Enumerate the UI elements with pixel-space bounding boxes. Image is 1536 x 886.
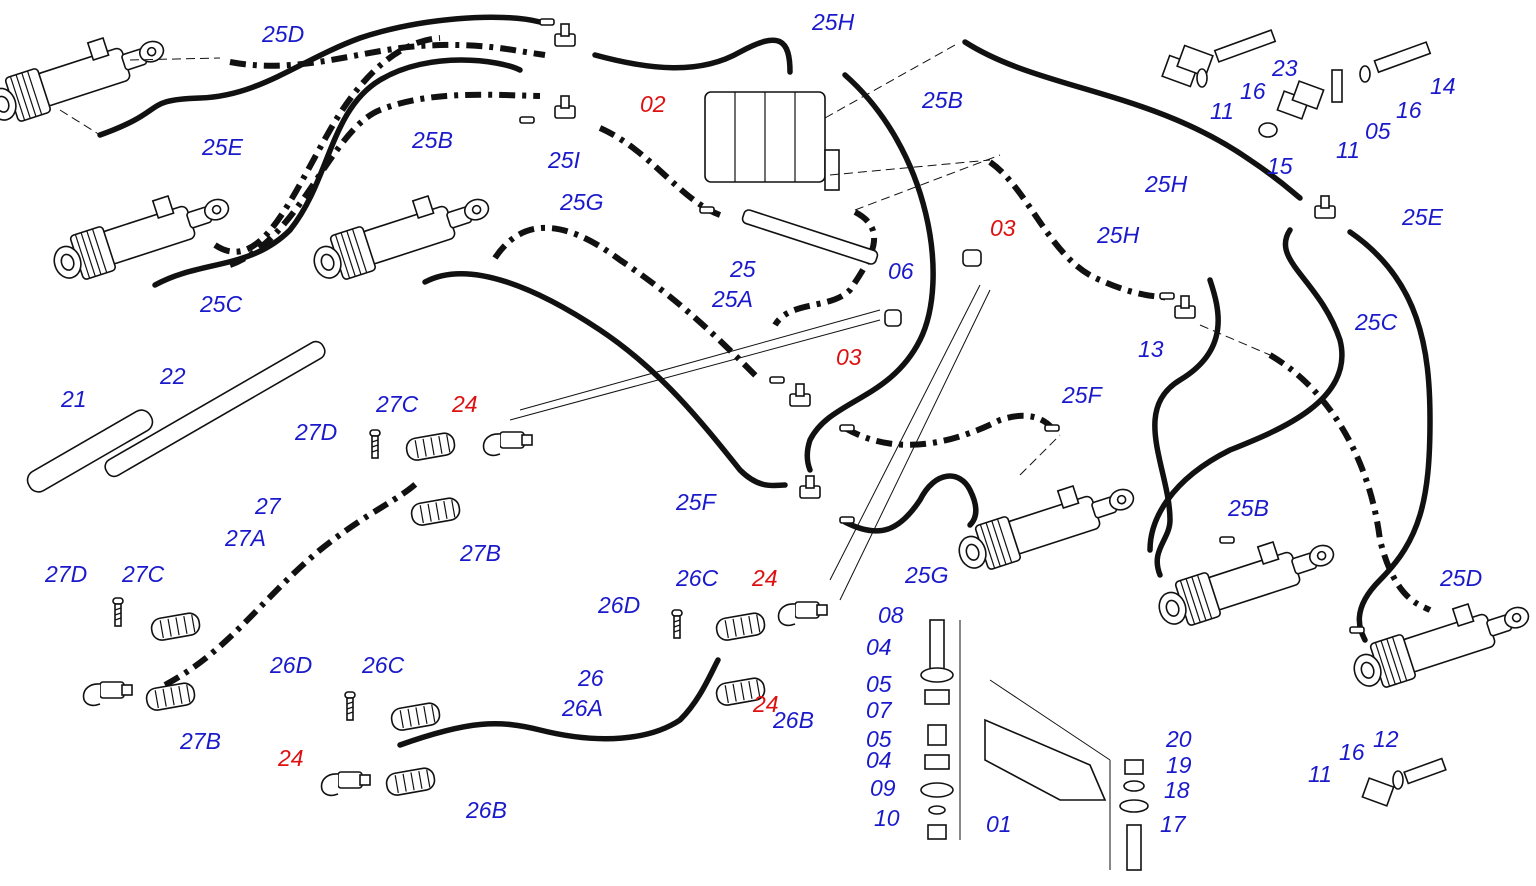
cylinder-lower-right-2 <box>1344 586 1536 697</box>
part-label-25i: 25I <box>547 147 581 173</box>
part-label-25f: 25F <box>1061 382 1104 408</box>
part-labels: 25D 25E 25H 02 25B 25I 25B 25G 25C 25 25A 06 03 03 25H… <box>44 9 1482 837</box>
part-label-20: 20 <box>1165 726 1192 752</box>
part-label-25b: 25B <box>1227 495 1269 521</box>
part-label-16: 16 <box>1240 78 1266 104</box>
leader-lines <box>59 44 1271 870</box>
part-label-13: 13 <box>1138 336 1164 362</box>
part-label-25h: 25H <box>811 9 855 35</box>
part-label-26b: 26B <box>465 797 507 823</box>
part-label-25e: 25E <box>1401 204 1444 230</box>
part-label-26d: 26D <box>597 592 640 618</box>
part-label-14: 14 <box>1430 73 1456 99</box>
part-label-27: 27 <box>254 493 282 519</box>
part-label-25a: 25A <box>711 286 753 312</box>
part-label-25c: 25C <box>1354 309 1398 335</box>
part-label-25e: 25E <box>201 134 244 160</box>
part-label-26c: 26C <box>361 652 405 678</box>
part-label-10: 10 <box>874 805 900 831</box>
cylinder-middle-left <box>44 178 237 289</box>
clamp-hardware <box>884 29 1447 807</box>
part-label-01: 01 <box>986 811 1012 837</box>
part-label-26: 26 <box>577 665 604 691</box>
part-label-25d: 25D <box>1439 565 1482 591</box>
part-label-25: 25 <box>729 256 756 282</box>
part-label-25g: 25G <box>904 562 948 588</box>
part-label-02: 02 <box>640 91 666 117</box>
part-label-04: 04 <box>866 634 892 660</box>
part-label-27c: 27C <box>375 391 419 417</box>
hose-network <box>97 14 1433 748</box>
part-label-23: 23 <box>1271 55 1298 81</box>
part-label-27b: 27B <box>179 728 221 754</box>
part-label-19: 19 <box>1166 752 1192 778</box>
cylinder-middle <box>304 178 497 289</box>
part-label-16: 16 <box>1339 739 1365 765</box>
cylinder-lower-right-1 <box>1149 524 1342 635</box>
part-label-27a: 27A <box>224 525 266 551</box>
part-label-25c: 25C <box>199 291 243 317</box>
part-label-09: 09 <box>870 775 896 801</box>
part-label-16: 16 <box>1396 97 1422 123</box>
part-label-26a: 26A <box>561 695 603 721</box>
part-label-15: 15 <box>1267 153 1293 179</box>
part-label-12: 12 <box>1373 726 1399 752</box>
part-label-24: 24 <box>752 691 779 717</box>
part-label-05: 05 <box>866 671 892 697</box>
part-label-27b: 27B <box>459 540 501 566</box>
part-label-27d: 27D <box>294 419 337 445</box>
part-label-26c: 26C <box>675 565 719 591</box>
part-label-08: 08 <box>878 602 904 628</box>
part-label-25g: 25G <box>559 189 603 215</box>
spiral-guards <box>26 340 326 493</box>
part-label-11: 11 <box>1210 98 1234 124</box>
cylinder-lower-center <box>949 468 1142 579</box>
part-label-26d: 26D <box>269 652 312 678</box>
part-label-25h: 25H <box>1144 171 1188 197</box>
part-label-25b: 25B <box>411 127 453 153</box>
part-label-06: 06 <box>888 258 914 284</box>
part-label-03: 03 <box>990 215 1016 241</box>
part-label-22: 22 <box>159 363 186 389</box>
part-label-03: 03 <box>836 344 862 370</box>
part-label-24: 24 <box>751 565 778 591</box>
part-label-25b: 25B <box>921 87 963 113</box>
part-label-27d: 27D <box>44 561 87 587</box>
part-label-24: 24 <box>277 745 304 771</box>
bracket-assembly <box>920 619 1149 871</box>
part-label-21: 21 <box>60 386 87 412</box>
part-label-04: 04 <box>866 747 892 773</box>
part-label-07: 07 <box>866 697 893 723</box>
part-label-11: 11 <box>1336 137 1360 163</box>
valve-block <box>704 91 840 191</box>
part-label-05: 05 <box>1365 118 1391 144</box>
part-label-27c: 27C <box>121 561 165 587</box>
part-label-24: 24 <box>451 391 478 417</box>
part-label-25d: 25D <box>261 21 304 47</box>
part-label-11: 11 <box>1308 761 1332 787</box>
part-label-05: 05 <box>866 726 892 752</box>
fittings <box>519 18 1365 634</box>
part-label-18: 18 <box>1164 777 1190 803</box>
part-label-25f: 25F <box>675 489 718 515</box>
part-label-17: 17 <box>1160 811 1187 837</box>
part-label-25h: 25H <box>1096 222 1140 248</box>
part-label-26b: 26B <box>772 707 814 733</box>
